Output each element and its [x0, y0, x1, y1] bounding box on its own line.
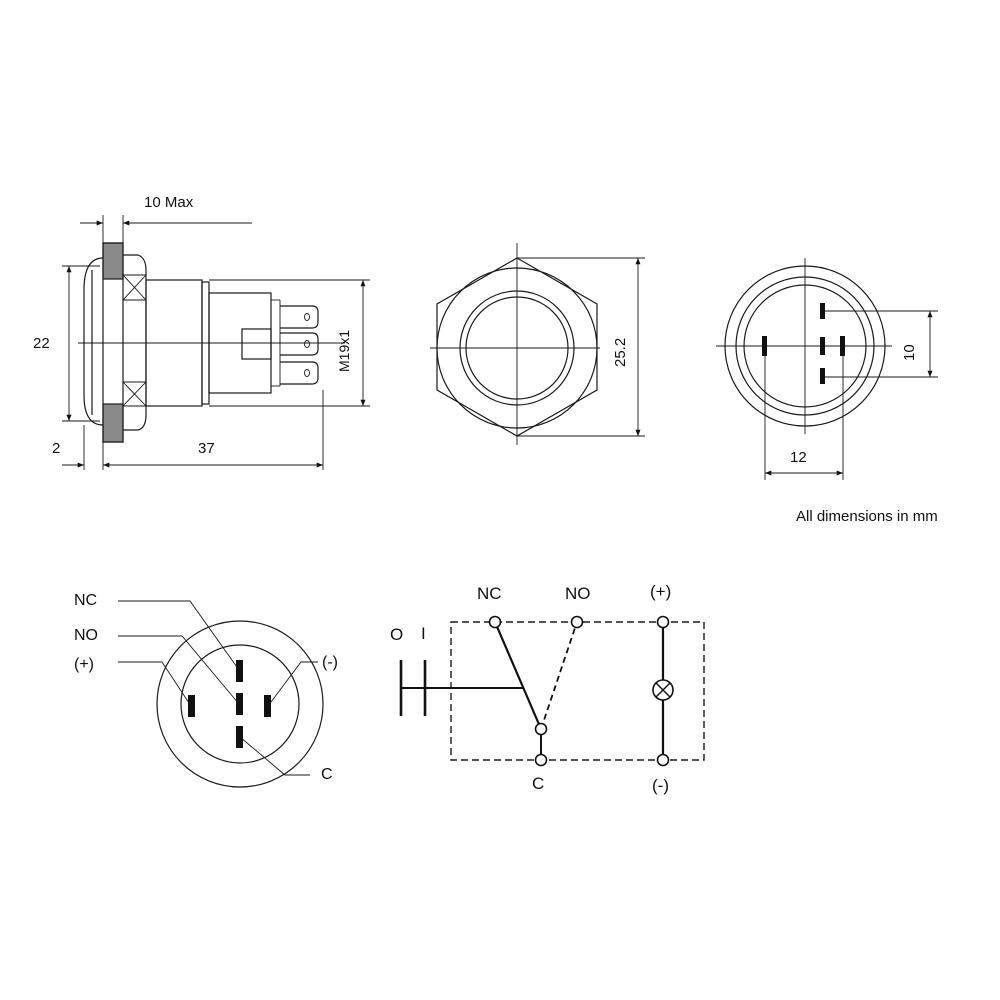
pin-plus [188, 695, 195, 717]
pinout-diagram: NC NO (+) (-) C [74, 592, 338, 788]
switch-arm [493, 621, 543, 730]
pinout-label-plus: (+) [74, 656, 94, 673]
flange-top-shade [102, 242, 124, 280]
dim-37: 37 [198, 440, 215, 457]
rear-pin-nc [820, 303, 825, 319]
rear-pin-plus [762, 336, 767, 356]
front-view: 25.2 [430, 243, 645, 445]
label-minus: (-) [652, 776, 669, 795]
nut-cross-4 [122, 381, 147, 407]
label-i: I [421, 624, 426, 643]
terminal-2 [280, 332, 319, 356]
switch-no-path [540, 621, 578, 730]
dim-22: 22 [33, 335, 50, 352]
pinout-inner [180, 644, 300, 764]
dim-10-max: 10 Max [144, 194, 194, 211]
rear-view: 10 12 [716, 258, 938, 480]
label-plus: (+) [650, 582, 671, 601]
lamp-cross-2 [655, 682, 671, 698]
pinout-outer [156, 620, 324, 788]
dim-12: 12 [790, 449, 807, 466]
dim-thread: M19x1 [336, 330, 352, 372]
dim-2: 2 [52, 440, 60, 457]
dim-25-2: 25.2 [612, 338, 629, 367]
dim-10: 10 [901, 344, 918, 361]
terminal-minus [656, 753, 670, 767]
leader-plus [118, 661, 192, 707]
front-bezel [83, 257, 104, 426]
terminal-nc [488, 615, 502, 629]
leader-nc [118, 600, 240, 671]
leader-c [239, 736, 310, 776]
leader-minus [267, 661, 318, 707]
pinout-label-no: NO [74, 627, 98, 644]
terminal-hole-3 [304, 369, 310, 377]
terminal-1 [280, 305, 319, 329]
rear-pin-minus [840, 336, 845, 356]
label-o: O [390, 625, 403, 644]
terminal-c [534, 753, 548, 767]
rear-pin-no [820, 337, 825, 355]
schematic-diagram: O I NC NO (+) C (-) [390, 582, 705, 795]
pin-minus [264, 695, 271, 717]
rear-pin-c [820, 368, 825, 384]
pinout-label-nc: NC [74, 592, 97, 609]
rear-block [241, 328, 272, 360]
terminal-no [570, 615, 584, 629]
leader-no [118, 635, 240, 705]
label-c: C [532, 774, 544, 793]
nut-outline [123, 254, 147, 431]
terminal-hole-1 [304, 313, 310, 321]
pin-nc [236, 660, 243, 682]
flange-bottom-shade [102, 403, 124, 443]
label-no: NO [565, 584, 591, 603]
pinout-label-minus: (-) [322, 654, 338, 671]
terminal-plus [656, 615, 670, 629]
terminal-3 [280, 361, 319, 385]
flange-outline [102, 242, 124, 443]
label-nc: NC [477, 584, 502, 603]
units-note: All dimensions in mm [796, 508, 938, 525]
contact-pivot [534, 722, 548, 736]
nut-cross-2 [122, 274, 147, 301]
pin-c [236, 726, 243, 748]
terminal-hole-2 [304, 340, 310, 348]
pinout-label-c: C [321, 766, 333, 783]
pin-no [236, 693, 243, 715]
side-view: 10 Max 22 2 37 M19x1 [33, 194, 370, 470]
